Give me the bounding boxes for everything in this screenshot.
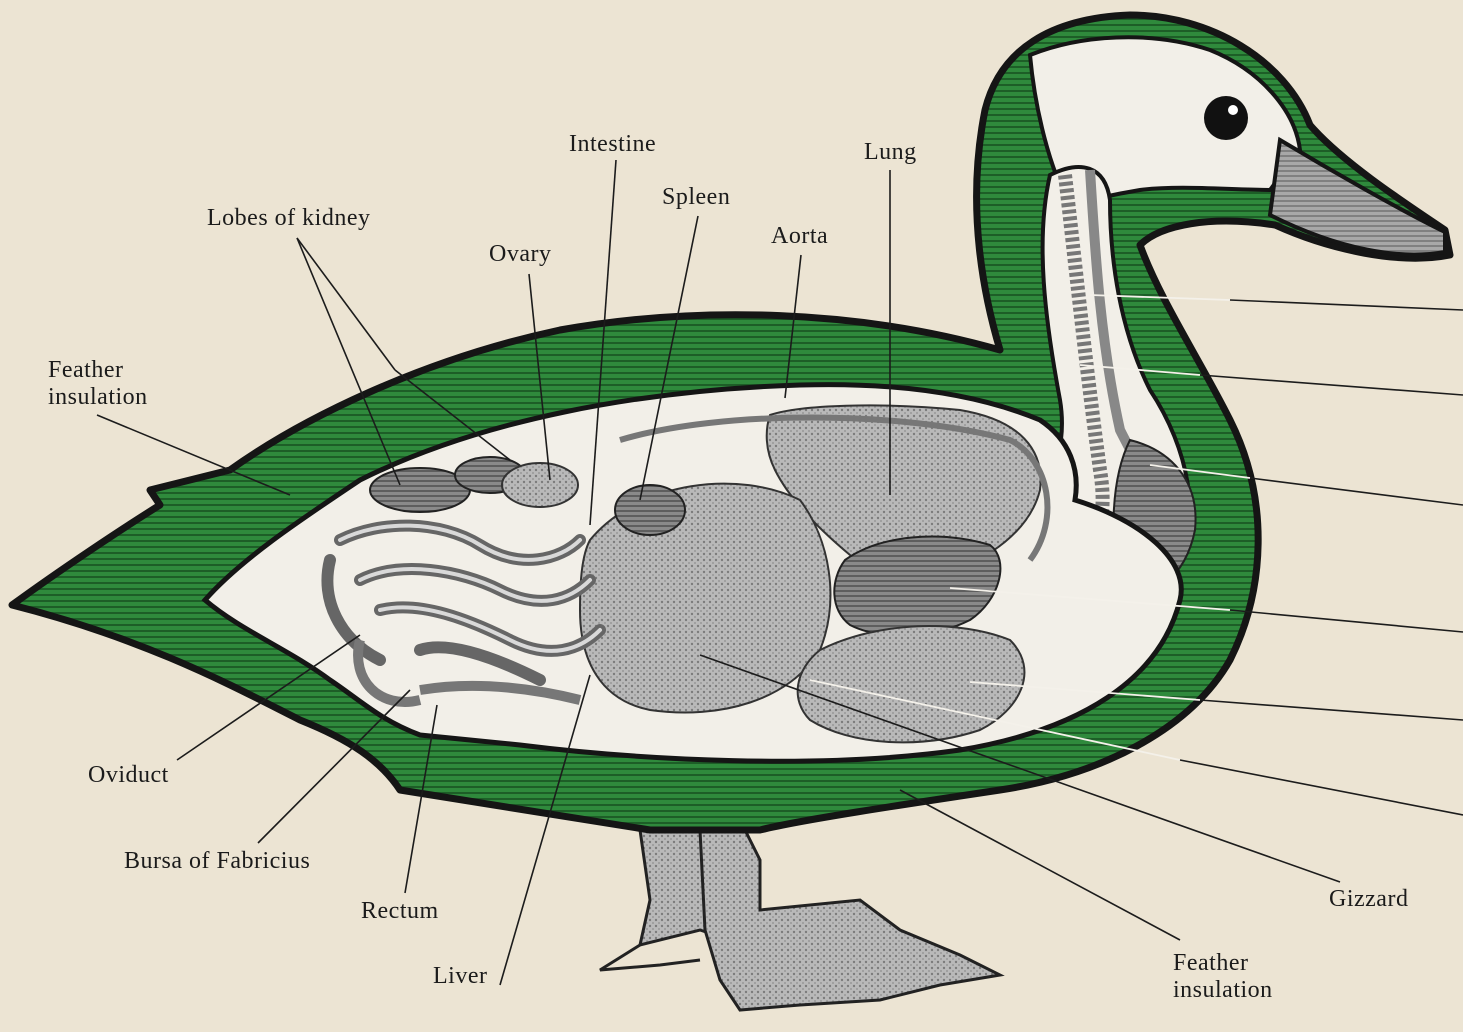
label-rectum: Rectum bbox=[361, 898, 439, 925]
label-feather-insulation-left-text: Feather insulation bbox=[48, 357, 148, 410]
label-spleen: Spleen bbox=[662, 184, 730, 211]
label-gizzard: Gizzard bbox=[1329, 886, 1408, 913]
label-liver: Liver bbox=[433, 963, 487, 990]
label-feather-insulation-bottom: Feather insulation bbox=[1173, 950, 1273, 1004]
label-feather-insulation-left: Feather insulation bbox=[48, 357, 148, 411]
label-lobes-of-kidney: Lobes of kidney bbox=[207, 205, 370, 232]
label-aorta: Aorta bbox=[771, 223, 828, 250]
spleen-shape bbox=[615, 485, 685, 535]
label-bursa-of-fabricius: Bursa of Fabricius bbox=[124, 848, 310, 875]
ovary-shape bbox=[502, 463, 578, 507]
label-feather-insulation-bottom-text: Feather insulation bbox=[1173, 950, 1273, 1003]
leader-kidney-stem bbox=[297, 238, 395, 370]
label-intestine: Intestine bbox=[569, 131, 656, 158]
label-ovary: Ovary bbox=[489, 241, 551, 268]
leader-feather-bottom bbox=[900, 790, 1180, 940]
legs-and-feet bbox=[600, 820, 1000, 1010]
label-oviduct: Oviduct bbox=[88, 762, 169, 789]
label-lung: Lung bbox=[864, 139, 917, 166]
